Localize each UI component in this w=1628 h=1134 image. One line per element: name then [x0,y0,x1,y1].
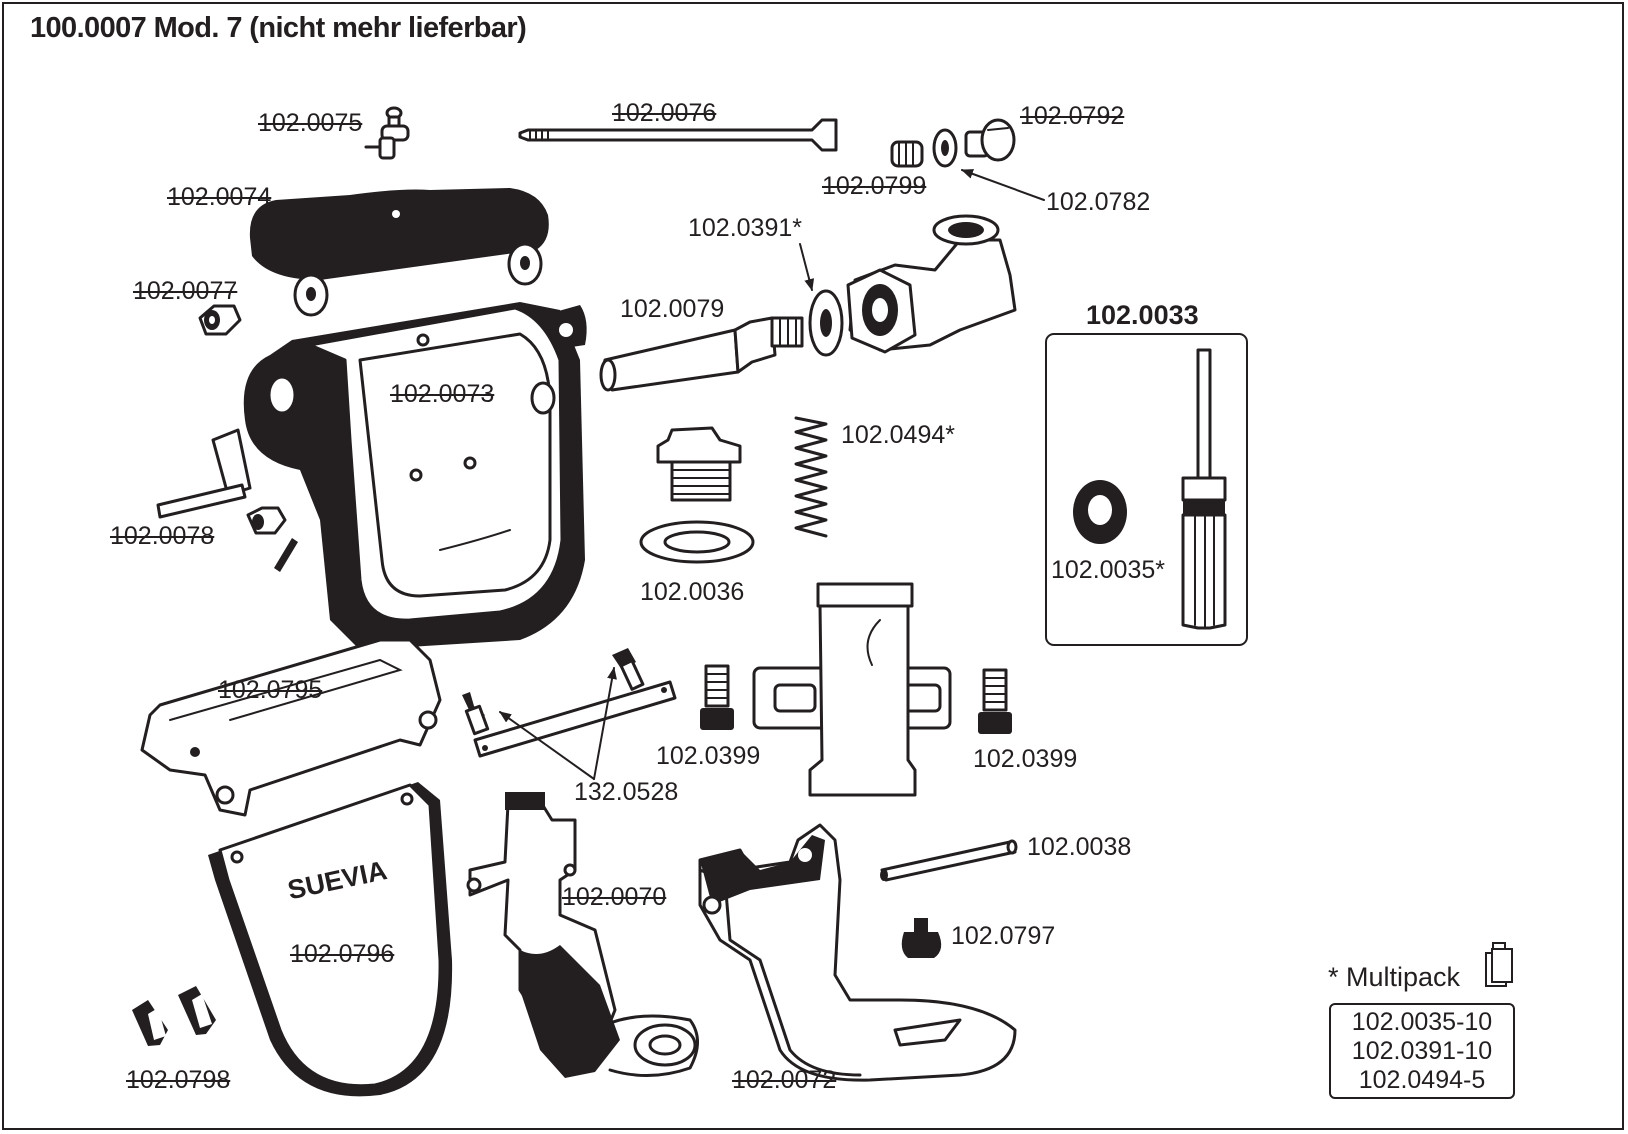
label-102-0799: 102.0799 [822,172,927,200]
set-0033-box [1045,333,1248,646]
multipack-item: 102.0391-10 [1351,1036,1493,1065]
label-102-0494: 102.0494* [841,421,956,449]
part-0792-screw [964,118,1016,162]
part-0076-rod [518,118,838,152]
label-102-0399-left: 102.0399 [656,742,761,770]
label-102-0073: 102.0073 [390,380,495,408]
label-102-0074: 102.0074 [167,183,272,211]
part-0070-column [466,792,699,1078]
part-0078-lever [156,428,298,572]
multipack-item: 102.0035-10 [1351,1007,1493,1036]
part-0795-bracket [140,638,442,817]
part-0528-strap [462,648,677,758]
label-132-0528: 132.0528 [574,778,679,806]
part-0036-washer [639,520,755,564]
label-102-0797: 102.0797 [951,922,1056,950]
part-0072-bracket [698,823,1017,1082]
multipack-title: * Multipack [1328,962,1461,992]
label-102-0399-right: 102.0399 [973,745,1078,773]
label-102-0077: 102.0077 [133,277,238,305]
label-102-0075: 102.0075 [258,109,363,137]
part-0038-pin [880,839,1018,882]
valve-body [752,582,952,797]
multipack-item: 102.0494-5 [1358,1065,1486,1094]
part-0075-pin [364,106,410,160]
page-title: 100.0007 Mod. 7 (nicht mehr lieferbar) [30,12,527,44]
part-0074-cover [249,188,549,317]
leader-arrows [499,169,1045,780]
part-0391-washer [808,289,844,357]
label-102-0796: 102.0796 [290,940,395,968]
label-102-0795: 102.0795 [218,676,323,704]
label-102-0076: 102.0076 [612,99,717,127]
multipack-icon [1485,942,1513,987]
label-102-0035: 102.0035* [1051,556,1166,584]
label-102-0072: 102.0072 [732,1066,837,1094]
label-102-0798: 102.0798 [126,1066,231,1094]
set-0033-stem [1181,348,1227,630]
part-0798-pads [132,986,216,1046]
part-0399-screw-right [978,668,1012,734]
part-0494-spring [794,416,828,538]
label-102-0792: 102.0792 [1020,102,1125,130]
part-0799-screw [890,140,924,168]
part-0073-housing [243,302,587,650]
part-0079-bolt [599,316,804,392]
label-102-0782: 102.0782 [1046,188,1151,216]
part-0035-grommet [1073,480,1127,544]
label-102-0079: 102.0079 [620,295,725,323]
part-0782-washer [932,128,958,168]
part-0797-foot [901,918,942,958]
multipack-list: 102.0035-10 102.0391-10 102.0494-5 [1329,1003,1515,1099]
part-0796-front-cover [208,782,453,1097]
label-102-0038: 102.0038 [1027,833,1132,861]
label-102-0070: 102.0070 [562,883,667,911]
label-102-0036: 102.0036 [640,578,745,606]
set-title: 102.0033 [1086,300,1199,330]
plug [656,426,742,502]
part-0399-screw-left [700,664,734,730]
part-0077-nut [198,304,242,336]
label-102-0391: 102.0391* [688,214,803,242]
label-102-0078: 102.0078 [110,522,215,550]
valve-fitting [846,214,1017,354]
